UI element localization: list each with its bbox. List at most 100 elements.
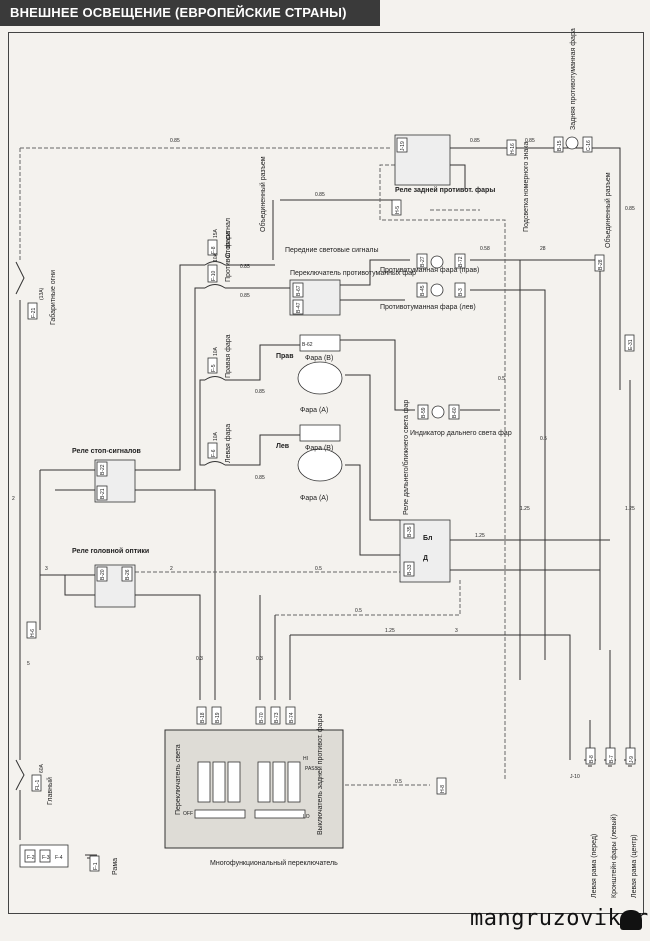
conn-b21-label: B-21 [100,488,106,499]
conn-b15-label: B-15 [557,140,563,151]
battery-fuse-a [24,849,36,863]
label-hi: HI [303,756,308,762]
multi-switch-box [164,729,344,849]
label-right-head: Правая фара [225,334,232,378]
wire-value: 2 [170,566,173,572]
wire-hilo-125 [290,634,571,760]
conn-b28-box [594,254,605,272]
wire-rear-relay-dashed [379,164,506,780]
label-hi-lo-relay: Реле дальнего/ближнего света фар [402,400,410,515]
conn-b19-label: B-19 [215,712,221,723]
conn-b19-box [211,706,222,725]
wire-value: 28 [540,246,546,252]
fuse-f5-rating: 10A [213,346,219,356]
wire-fog-right [340,259,410,286]
fuse-f21-icon [15,261,25,295]
conn-b26-box [121,566,133,582]
conn-b59-label: B-59 [421,407,427,418]
label-fog-right: Противотуманная фара (прав) [380,267,479,274]
conn-b35-label: B-35 [407,526,413,537]
conn-h8-label: H-8 [440,785,446,793]
battery-fuse-b [39,849,51,863]
conn-f2-label: F-2 [27,855,35,861]
switch-contact-3 [227,761,241,803]
label-main: Главный [46,777,54,805]
label-prav: Прав [276,353,294,360]
conn-b33-label: B-33 [407,564,413,575]
conn-b47-label: B-47 [296,302,302,313]
wires [19,147,631,840]
label-frame: Рама [112,858,119,875]
conn-j9-label: J-9 [629,756,635,763]
conn-b33-box [403,561,415,577]
label-left-frame-front: Левая рама (перед) [591,834,598,898]
conn-e31-label: E-31 [628,339,634,350]
wire-value-labels: 0.85 0.85 0.85 0.85 0.85 0.85 0.85 0.85 … [12,138,635,785]
label-fog-light: Противот. фара [225,231,232,282]
fuse-f8-icon [204,261,226,266]
conn-b28-label: B-28 [598,259,604,270]
wire-value: 0.5 [315,566,322,572]
conn-b20-label: B-20 [100,569,106,580]
conn-b15-box [553,136,564,153]
fuse-f21-label: F-21 [31,308,37,319]
wire-value: 1.25 [475,533,485,539]
label-head-a-1: Фара (A) [300,407,328,414]
fuse-f21-rating: (13A) [39,287,45,300]
wire-f6-top [225,434,300,466]
conn-b45-box [416,282,428,298]
conn-b72-box [454,253,466,269]
conn-b73-label: B-73 [274,712,280,723]
conn-b27-label: B-27 [420,256,426,267]
conn-f8-box [207,239,218,256]
headlamp-b-left [299,424,341,442]
fuse-f5-label: F-5 [211,364,217,372]
switch-contact-4 [257,761,271,803]
fuse-f10-rating: 10A [213,252,219,262]
fuse-f6-icon [204,461,226,466]
wire-f5-f6 [199,379,205,466]
fuse-symbols [15,261,226,791]
wire-value: 0.85 [240,264,250,270]
switch-contact-2 [212,761,226,803]
conn-fl1-box [31,774,42,792]
label-gabarit: Габаритные огни [49,270,57,325]
label-left-head: Левая фара [225,424,232,463]
conn-c16-box [582,136,593,153]
indicator-lamp [431,405,445,419]
label-d: Д [423,555,428,562]
wire-value: 3 [455,628,458,634]
wire-stop-relay-to-fuse [135,264,205,471]
conn-f1-label: F-1 [93,862,99,870]
fuse-fl1-rating: 60A [39,763,45,773]
conn-b62-label: B-62 [302,342,313,348]
conn-f6-box [207,442,218,459]
label-lev: Лев [276,443,290,450]
headlamp-b-right [299,334,341,352]
wire-value: 0.85 [255,389,265,395]
wire-fog-right-out [470,259,601,650]
conn-f4-label: F-4 [55,855,63,861]
watermark-icon [620,910,642,930]
conn-b3-box [454,282,466,298]
conn-h6-label: H-6 [30,629,36,637]
wire-stop-relay-out [135,489,216,700]
conn-b18-label: B-18 [200,712,206,723]
label-front-pos: Передние световые сигналы [285,247,379,254]
conn-b35-box [403,523,415,539]
conn-b47-box [292,299,304,315]
label-stop-signal: Стоп-сигнал [225,218,232,258]
wire-head-a2 [345,464,400,556]
conn-f3-label: F-3 [42,855,50,861]
conn-b70-label: B-70 [259,712,265,723]
label-pass: PASS [305,766,319,772]
label-head-relay: Реле головной оптики [72,547,149,555]
label-high-ind: Индикатор дальнего света фар [410,430,512,437]
headlamp-a-left [297,448,343,482]
switch-bar-2 [254,809,306,819]
wire-value: 0.85 [255,475,265,481]
conn-b3-label: B-3 [458,288,464,296]
wire-value: 0.58 [480,246,490,252]
conn-b60-label: B-60 [452,407,458,418]
conn-b73-box [270,706,281,725]
